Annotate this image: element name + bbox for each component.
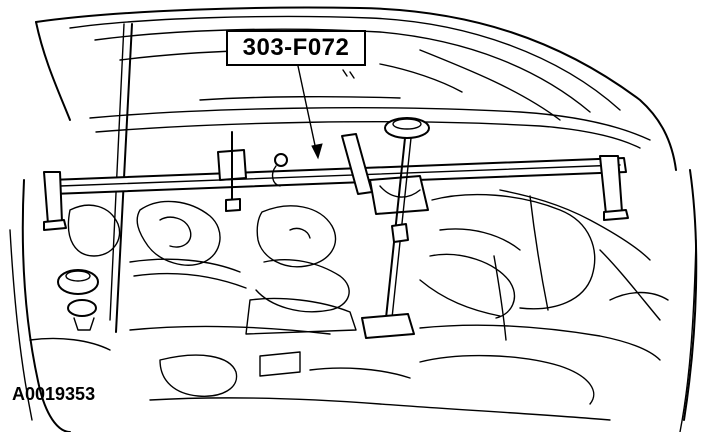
figure-id-label: A0019353 [12,384,96,404]
cowl-panel [89,95,651,149]
tool-number-callout: 303-F072 [226,30,366,66]
fenders [9,169,698,432]
lifting-hook-rod [361,117,430,339]
callout-leader [297,65,323,160]
engine-components [29,189,669,421]
engine-support-bar [43,131,629,231]
